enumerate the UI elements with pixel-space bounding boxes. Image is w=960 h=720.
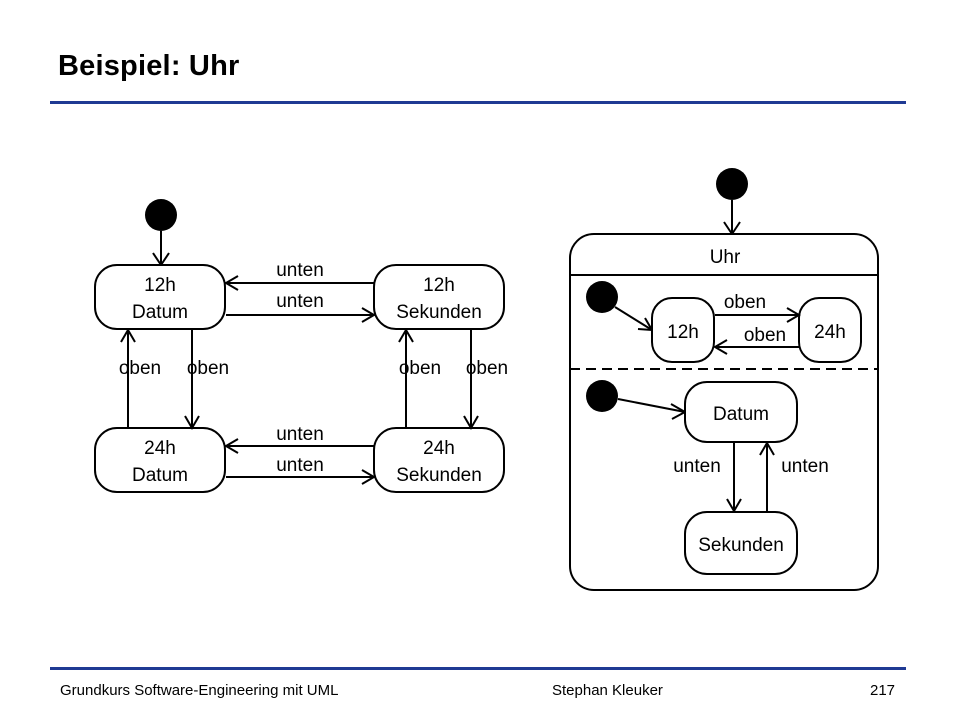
transition-label: unten <box>781 456 829 477</box>
transition-label: unten <box>673 456 721 477</box>
initial-transition-line <box>617 398 686 413</box>
arrowhead <box>786 307 801 323</box>
arrowhead <box>759 441 775 456</box>
composite-state-diagram: Uhr 12h 24h oben oben <box>569 168 879 591</box>
state-label-line2: Datum <box>132 465 188 486</box>
transition-label: oben <box>466 358 508 379</box>
state-label: Sekunden <box>698 535 784 556</box>
transition-label: oben <box>187 358 229 379</box>
arrowhead <box>726 498 742 513</box>
arrowhead <box>120 328 136 343</box>
initial-state-node <box>145 199 177 231</box>
initial-state-node <box>716 168 748 200</box>
transition-label: unten <box>276 291 324 312</box>
arrowhead <box>224 438 239 454</box>
state-label: Datum <box>713 404 769 425</box>
title-divider <box>50 101 906 104</box>
arrowhead <box>361 469 376 485</box>
state-sekunden: Sekunden <box>684 511 798 575</box>
footer-divider <box>50 667 906 670</box>
state-label-line1: 12h <box>423 275 455 296</box>
state-label-line2: Sekunden <box>396 465 482 486</box>
transition-label: oben <box>724 292 766 313</box>
transition-label: unten <box>276 260 324 281</box>
state-label-line1: 24h <box>144 438 176 459</box>
state-12h-sekunden: 12h Sekunden <box>373 264 505 330</box>
arrowhead <box>224 275 239 291</box>
transition-label: oben <box>399 358 441 379</box>
state-24h-datum: 24h Datum <box>94 427 226 493</box>
footer-page-number: 217 <box>870 682 896 699</box>
initial-state-node <box>586 380 618 412</box>
transition-label: oben <box>119 358 161 379</box>
state-datum: Datum <box>684 381 798 443</box>
slide-title: Beispiel: Uhr <box>58 50 240 82</box>
state-24h-sekunden: 24h Sekunden <box>373 427 505 493</box>
state-label: 24h <box>814 322 846 343</box>
state-12h: 12h <box>651 297 715 363</box>
state-label-line1: 12h <box>144 275 176 296</box>
arrowhead <box>463 415 479 430</box>
state-label: 12h <box>667 322 699 343</box>
state-12h-datum: 12h Datum <box>94 264 226 330</box>
initial-state-node <box>586 281 618 313</box>
state-24h: 24h <box>798 297 862 363</box>
arrowhead <box>713 339 728 355</box>
state-label-line1: 24h <box>423 438 455 459</box>
state-label-line2: Sekunden <box>396 302 482 323</box>
footer-author: Stephan Kleuker <box>552 682 663 699</box>
composite-state-name: Uhr <box>710 247 741 268</box>
region-12h-24h: 12h 24h oben oben <box>586 281 862 363</box>
flat-state-diagram: 12h Datum 12h Sekunden 24h Datum 24h Sek… <box>94 199 508 493</box>
initial-transition-line <box>614 306 653 331</box>
footer-course: Grundkurs Software-Engineering mit UML <box>60 682 339 699</box>
region-datum-sekunden: Datum Sekunden unten unten <box>586 380 829 575</box>
transition-label: oben <box>744 325 786 346</box>
transition-label: unten <box>276 424 324 445</box>
state-label-line2: Datum <box>132 302 188 323</box>
arrowhead <box>398 328 414 343</box>
arrowhead <box>361 307 376 323</box>
arrowhead <box>184 415 200 430</box>
transition-label: unten <box>276 455 324 476</box>
